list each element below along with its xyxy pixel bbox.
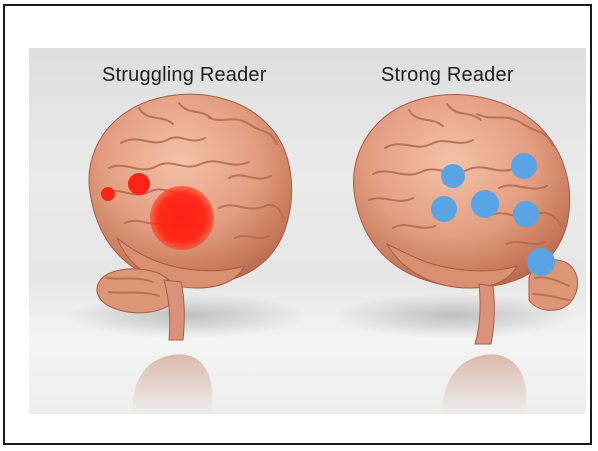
right-reflection — [443, 354, 526, 414]
image-frame: Struggling Reader Strong Reader — [3, 4, 592, 445]
left-activation-large — [150, 186, 214, 250]
right-activation-4 — [471, 190, 499, 218]
left-activation-medium — [128, 173, 150, 195]
left-reflection — [133, 354, 212, 414]
brain-scene — [29, 48, 586, 414]
struggling-reader-label: Struggling Reader — [102, 64, 267, 87]
right-activation-6 — [527, 248, 555, 276]
right-activation-1 — [441, 164, 465, 188]
left-activation-small — [101, 187, 115, 201]
right-activation-5 — [513, 201, 539, 227]
brain-comparison-image: Struggling Reader Strong Reader — [29, 48, 586, 414]
right-activation-2 — [511, 153, 537, 179]
strong-reader-label: Strong Reader — [381, 64, 514, 87]
right-activation-3 — [431, 196, 457, 222]
